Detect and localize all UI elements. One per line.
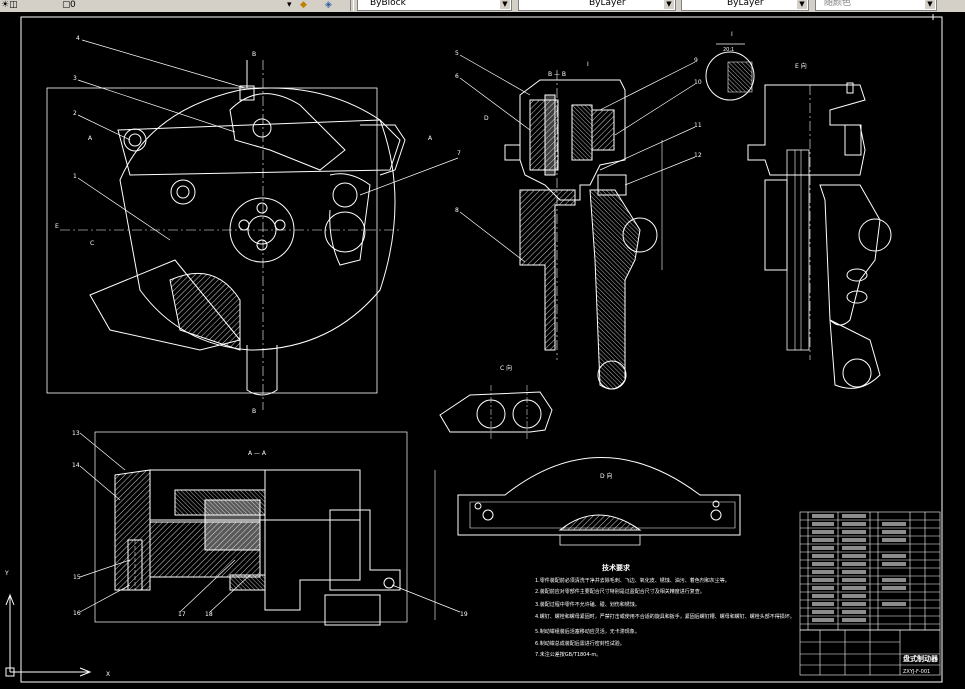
callout-10: 10 xyxy=(694,79,702,86)
note-line-3: 3.装配过程中零件不允许磕、碰、划伤和锈蚀。 xyxy=(535,601,640,608)
layer-previous-icon[interactable]: ◈ xyxy=(325,0,332,10)
detail-scale: 20:1 xyxy=(723,47,734,53)
ucs-icon xyxy=(5,593,92,677)
callout-19: 19 xyxy=(460,611,468,618)
layer-lock-icon[interactable]: ▢ xyxy=(62,0,71,10)
view-c xyxy=(439,385,553,440)
callout-15: 15 xyxy=(73,574,81,581)
callout-13: 13 xyxy=(72,430,80,437)
mark-b-bottom: B xyxy=(252,408,256,415)
title-block xyxy=(799,629,941,676)
layer-current-value[interactable]: 0 xyxy=(70,0,76,10)
callout-1: 1 xyxy=(73,173,77,180)
note-line-6: 6.制动钳总成装配后需进行密封性试验。 xyxy=(535,640,625,647)
callout-18: 18 xyxy=(205,611,213,618)
note-line-5: 5.制动钳组装后活塞移动应灵活，无卡滞现象。 xyxy=(535,628,640,635)
callout-7: 7 xyxy=(457,150,461,157)
callout-16: 16 xyxy=(73,610,81,617)
ucs-x-label: X xyxy=(106,671,110,678)
layer-dropdown-arrow-icon[interactable]: ▾ xyxy=(287,0,292,10)
parts-list-fill xyxy=(812,514,906,622)
view-e-label: E 向 xyxy=(795,62,807,70)
leader-lines-bb xyxy=(459,54,696,263)
leader-lines-front xyxy=(77,39,459,241)
section-bb-view xyxy=(504,70,663,390)
callout-17: 17 xyxy=(178,611,186,618)
view-c-label: C 向 xyxy=(500,364,512,372)
note-line-1: 1.零件装配前必须清洗干净并去除毛刺、飞边、氧化皮、锈蚀、油污、着色剂和灰尘等。 xyxy=(535,577,730,584)
callout-12: 12 xyxy=(694,152,702,159)
parts-list-table xyxy=(799,511,941,631)
notes-title: 技术要求 xyxy=(602,563,631,572)
detail-i-marker: I xyxy=(587,61,589,68)
toolbar-separator xyxy=(350,0,354,11)
view-d xyxy=(457,457,741,546)
color-combo[interactable]: 随颜色 ▼ xyxy=(815,0,937,11)
callout-14: 14 xyxy=(72,462,80,469)
linetype-combo[interactable]: ByBlock ▼ xyxy=(357,0,512,11)
note-line-4: 4.螺钉、螺栓和螺母紧固时，严禁打击或使用不合适的旋具和扳手，紧固后螺钉槽、螺母… xyxy=(535,613,795,620)
front-view xyxy=(46,60,406,410)
callout-5: 5 xyxy=(455,50,459,57)
mark-a-left: A xyxy=(88,135,93,142)
note-line-7: 7.未注公差按GB/T1804-m。 xyxy=(535,651,601,658)
chevron-down-icon[interactable]: ▼ xyxy=(925,0,935,9)
linetype-value: ByBlock xyxy=(370,0,406,8)
color-value: 随颜色 xyxy=(824,0,852,8)
callout-4: 4 xyxy=(76,35,80,42)
mark-d-arrow: D xyxy=(484,115,489,122)
properties-toolbar: ☀◫ ▢ 0 ▾ ◆ ◈ ByBlock ▼ ByLayer ▼ ByLayer… xyxy=(0,0,965,13)
callout-3: 3 xyxy=(73,75,77,82)
layer-state-icons[interactable]: ☀◫ xyxy=(1,0,18,10)
drawing-canvas[interactable]: B B A A C E 4 3 2 1 7 B — B I D xyxy=(0,12,965,689)
ucs-y-label: Y xyxy=(4,570,9,577)
chevron-down-icon[interactable]: ▼ xyxy=(664,0,674,9)
callout-6: 6 xyxy=(455,73,459,80)
chevron-down-icon[interactable]: ▼ xyxy=(797,0,807,9)
plotstyle-combo[interactable]: ByLayer ▼ xyxy=(681,0,809,11)
callout-2: 2 xyxy=(73,110,77,117)
section-aa-view xyxy=(94,431,436,626)
plotstyle-value: ByLayer xyxy=(727,0,764,8)
technical-notes: 技术要求 1.零件装配前必须清洗干净并去除毛刺、飞边、氧化皮、锈蚀、油污、着色剂… xyxy=(535,563,795,658)
view-d-label: D 向 xyxy=(600,472,613,480)
mark-b-top: B xyxy=(252,51,256,58)
mark-e-arrow: E xyxy=(55,223,59,230)
note-line-2: 2.装配前应对零部件主要配合尺寸特别是过盈配合尺寸及相关精度进行复查。 xyxy=(535,588,705,595)
detail-i-label: I xyxy=(731,31,733,38)
drawing-name: 盘式制动器 xyxy=(903,654,939,663)
make-current-layer-icon[interactable]: ◆ xyxy=(300,0,307,10)
lineweight-value: ByLayer xyxy=(589,0,626,8)
mark-c: C xyxy=(90,240,94,247)
mark-a-right: A xyxy=(428,135,433,142)
chevron-down-icon[interactable]: ▼ xyxy=(500,0,510,9)
drawing-border xyxy=(20,16,943,683)
leader-lines-aa xyxy=(79,432,461,613)
section-aa-label: A — A xyxy=(248,450,267,457)
section-bb-label: B — B xyxy=(548,71,566,78)
cad-drawing: B B A A C E 4 3 2 1 7 B — B I D xyxy=(4,14,943,683)
callout-8: 8 xyxy=(455,207,459,214)
drawing-code: ZXYJ-F-001 xyxy=(903,669,930,675)
detail-i-view xyxy=(705,43,755,101)
lineweight-combo[interactable]: ByLayer ▼ xyxy=(518,0,676,11)
callout-9: 9 xyxy=(694,57,698,64)
callout-11: 11 xyxy=(694,122,702,129)
view-e xyxy=(747,82,892,389)
